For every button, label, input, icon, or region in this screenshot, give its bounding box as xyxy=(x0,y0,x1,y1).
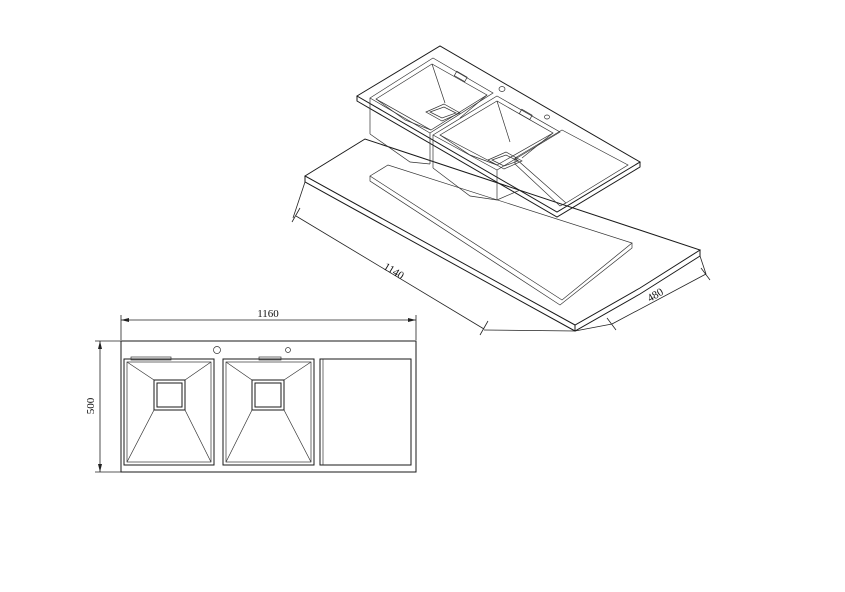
countertop-outline xyxy=(304,138,702,332)
bowl-2 xyxy=(222,356,315,466)
countertop-cutout xyxy=(369,164,633,306)
bowl-1-drain xyxy=(153,379,186,411)
sink-outline xyxy=(120,340,417,473)
dimension-label-width: 1160 xyxy=(257,308,279,320)
bowl-1-drain xyxy=(425,103,461,122)
dimension-line-length xyxy=(291,181,576,336)
tap-hole-icon xyxy=(498,86,550,120)
dimension-label-height: 500 xyxy=(85,397,97,414)
dimension-line-depth xyxy=(574,255,711,332)
dimension-line-height xyxy=(95,340,121,473)
dimension-label-length: 1140 xyxy=(381,261,406,283)
plan-view: 1160 500 xyxy=(85,308,417,473)
drainboard xyxy=(514,129,629,207)
bowl-2 xyxy=(432,95,561,201)
sink-rim xyxy=(356,45,641,218)
dimension-line-width xyxy=(120,315,417,340)
bowl-1 xyxy=(369,57,494,165)
bowl-2-drain xyxy=(251,379,285,411)
bowl-1 xyxy=(123,356,215,466)
drainboard xyxy=(319,358,412,466)
tap-hole-icon xyxy=(213,346,291,354)
isometric-view: 1140 480 xyxy=(291,45,711,336)
